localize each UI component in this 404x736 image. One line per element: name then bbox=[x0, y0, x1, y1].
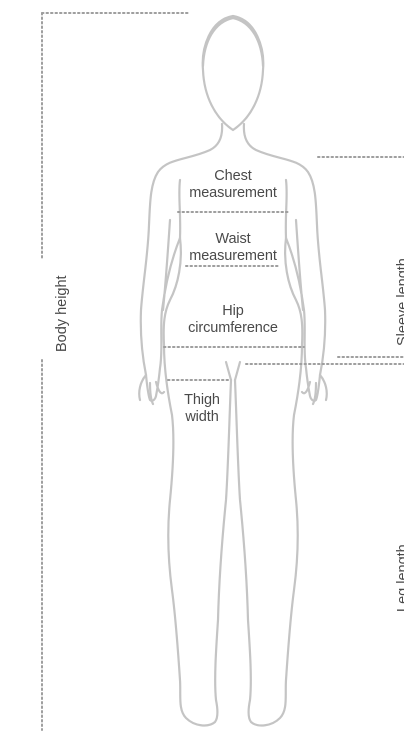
waist-label-line1: Waist bbox=[178, 231, 288, 248]
sleeve-length-label: Sleeve length bbox=[395, 258, 404, 346]
body-height-label: Body height bbox=[54, 275, 70, 352]
right-hand-outline bbox=[302, 375, 327, 404]
thigh-label-line1: Thigh bbox=[176, 392, 228, 409]
thigh-label-line2: width bbox=[176, 409, 228, 426]
hip-label: Hip circumference bbox=[173, 303, 293, 337]
body-outline bbox=[139, 16, 327, 725]
leg-length-label: Leg length bbox=[395, 544, 404, 612]
hair-outline bbox=[203, 18, 263, 66]
chest-label-line2: measurement bbox=[178, 185, 288, 202]
waist-label: Waist measurement bbox=[178, 231, 288, 265]
chest-label-line1: Chest bbox=[178, 168, 288, 185]
thigh-label: Thigh width bbox=[176, 392, 228, 426]
waist-label-line2: measurement bbox=[178, 248, 288, 265]
chest-label: Chest measurement bbox=[178, 168, 288, 202]
hip-label-line1: Hip bbox=[173, 303, 293, 320]
hip-label-line2: circumference bbox=[173, 320, 293, 337]
left-hand-outline bbox=[139, 375, 164, 404]
left-inner-arm bbox=[163, 220, 170, 310]
right-inner-arm bbox=[296, 220, 303, 310]
crotch-outline bbox=[226, 362, 240, 380]
